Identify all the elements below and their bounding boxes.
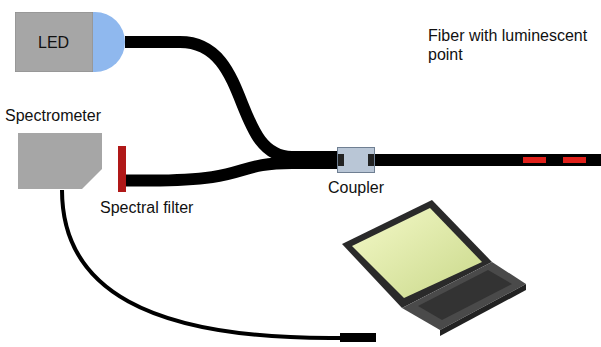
node-label: LED — [38, 33, 69, 52]
coupler-ferrule — [368, 154, 374, 166]
spectrometer-body — [18, 133, 102, 189]
node-label: Spectral filter — [100, 198, 193, 217]
luminescent-point — [563, 157, 586, 163]
spectral-filter: Spectral filter — [118, 146, 126, 192]
node-shape — [15, 12, 125, 72]
laptop-edge — [440, 284, 526, 336]
node-shape — [337, 147, 375, 173]
led-dome — [93, 12, 125, 72]
led-body — [15, 12, 93, 72]
node-shape — [118, 146, 126, 192]
usb-cable — [62, 190, 376, 338]
usb-plug — [340, 333, 376, 342]
filter-bar — [118, 146, 126, 192]
optical-fiber — [126, 163, 337, 181]
node-label: Spectrometer — [5, 106, 101, 125]
laptop-keyboard — [418, 270, 512, 320]
optical-fiber — [125, 42, 337, 157]
spectrometer-device: Spectrometer — [18, 133, 102, 189]
node-label: Coupler — [328, 178, 384, 197]
node-shape — [18, 133, 102, 189]
coupler-ferrule — [338, 154, 344, 166]
fiber-label: Fiber with luminescent point — [428, 26, 598, 64]
luminescent-point — [523, 157, 546, 163]
coupler-box: Coupler — [337, 147, 375, 173]
fiber — [375, 154, 601, 166]
led-source: LED — [15, 12, 125, 72]
coupler-body — [338, 148, 375, 173]
